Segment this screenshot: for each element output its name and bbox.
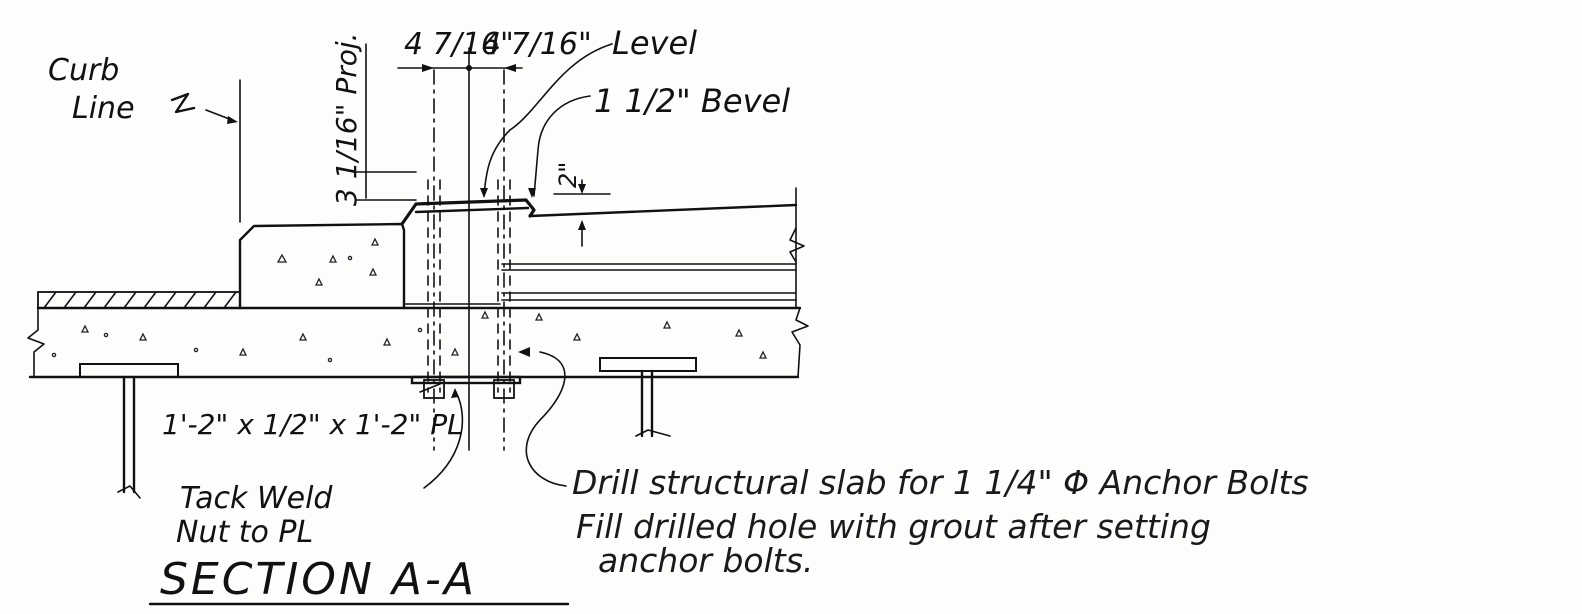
dimension-lines [205, 43, 613, 489]
projection-label: 3 1/16" Proj. [330, 32, 363, 206]
curb [238, 79, 406, 310]
anchor-bolt-left [423, 69, 445, 451]
bottom-plate [410, 375, 522, 385]
section-title: SECTION A-A [160, 554, 477, 605]
line-label: Line [72, 91, 135, 126]
t-beam-left [79, 363, 179, 499]
curb-label: Curb [48, 53, 119, 88]
labels: Curb Line 3 1/16" Proj. 4 7/16" 4 7/16" … [48, 24, 1309, 606]
drill-note-line-3: anchor bolts. [598, 541, 813, 580]
level-label: Level [612, 24, 697, 62]
deck-slab [27, 306, 809, 379]
concrete-aggregate [51, 237, 768, 363]
dimension-right-label: 4 7/16" [482, 27, 592, 62]
anchor-bolt-right [493, 69, 515, 451]
bevel-label: 1 1/2" Bevel [594, 82, 790, 120]
nut-to-plate-label: Nut to PL [176, 515, 313, 550]
drill-note-line-2: Fill drilled hole with grout after setti… [576, 507, 1211, 546]
dimension-left-label: 4 7/16" [404, 27, 514, 62]
wearing-surface [37, 291, 241, 309]
tack-weld-label: Tack Weld [180, 481, 333, 516]
drill-note-line-1: Drill structural slab for 1 1/4" Φ Ancho… [572, 463, 1309, 502]
t-beam-right [599, 357, 697, 438]
plate-label: 1'-2" x 1/2" x 1'-2" PL [162, 408, 463, 441]
curb-line-symbol [170, 92, 196, 114]
bevel-height-label: 2" [554, 162, 582, 188]
